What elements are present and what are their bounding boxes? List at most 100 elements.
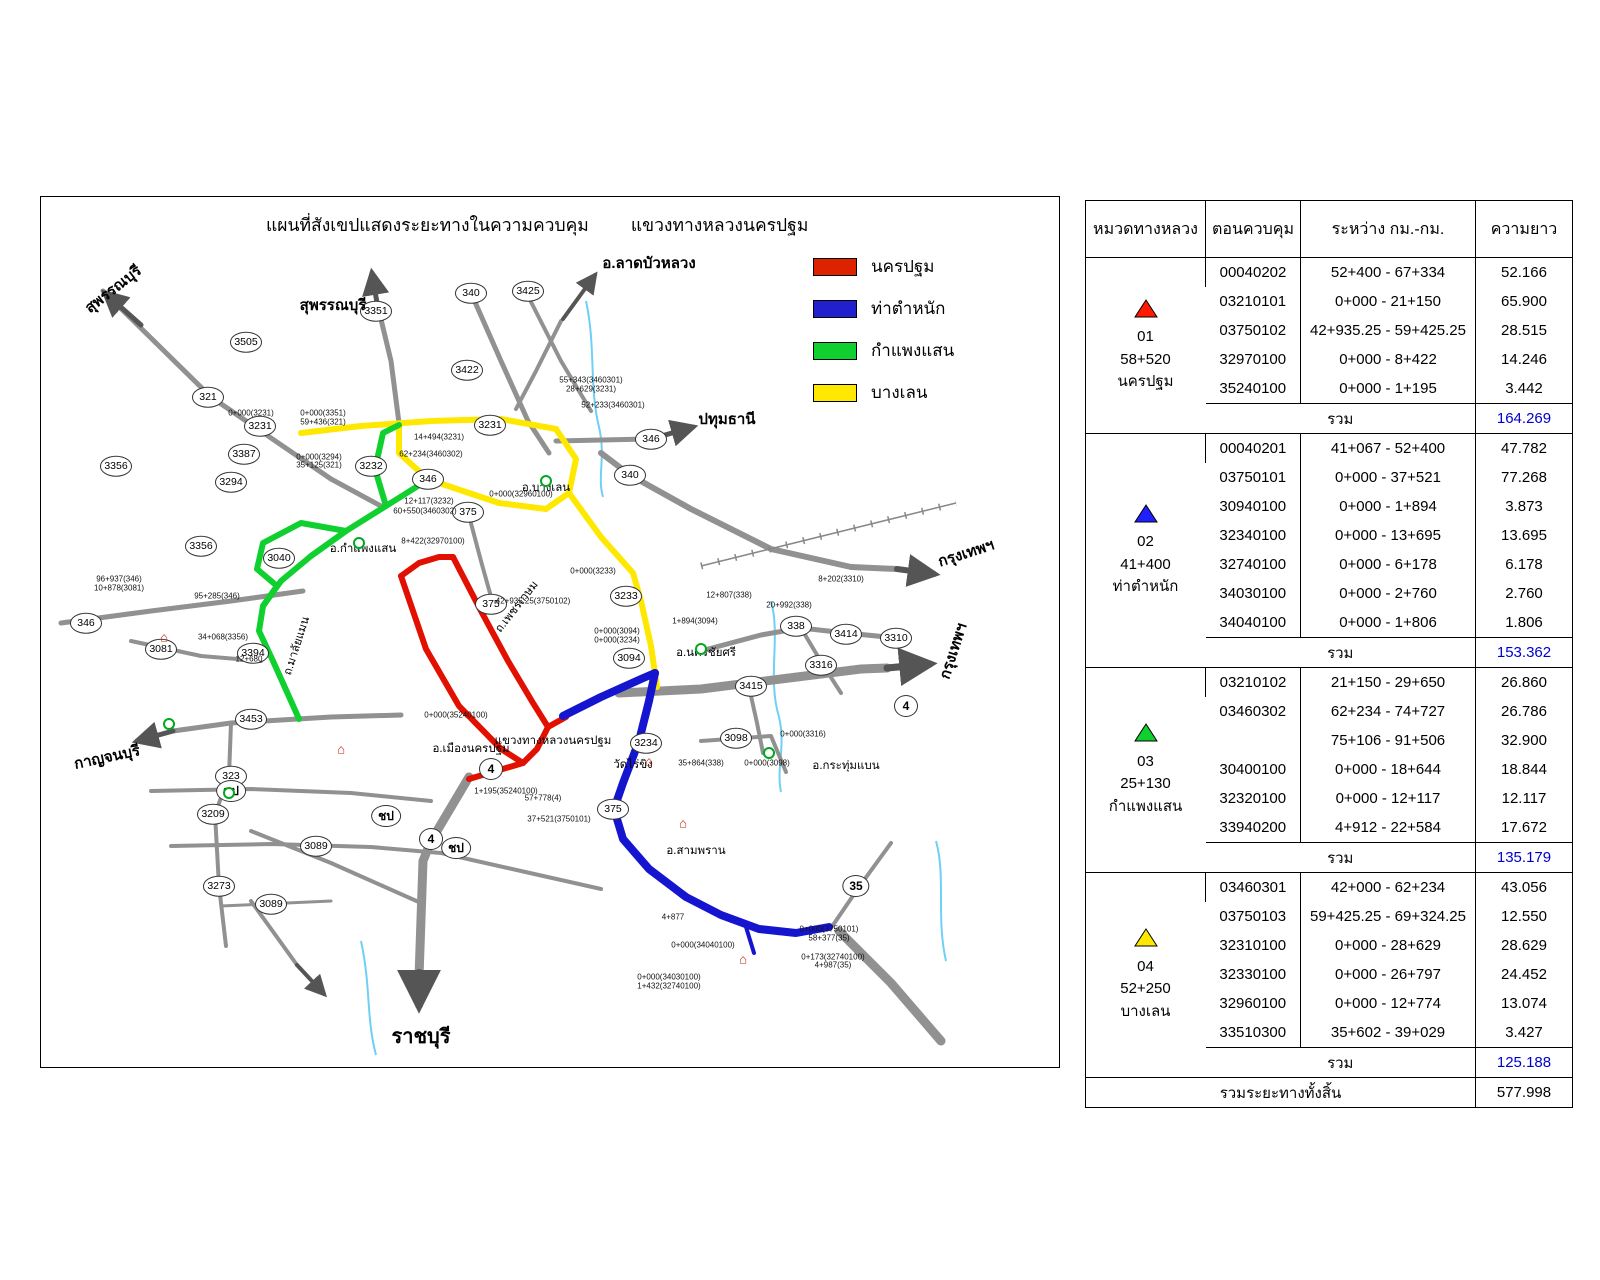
section-triangle-icon [1133,298,1158,317]
length-value: 28.629 [1475,931,1573,960]
km-label: 0+173(32740100) [801,952,865,962]
section-name: นครปฐม [1117,373,1174,390]
route-shield: 3232 [355,455,387,477]
section-code: 02 [1137,533,1154,550]
control-code: 30400100 [1219,761,1287,778]
control-code: 03460301 [1205,872,1301,902]
length-value: 6.178 [1475,550,1573,579]
legend-item: นครปฐม [813,253,954,280]
km-label: 0+000(3234) [594,635,640,645]
distance-table: หมวดทางหลวง ตอนควบคุม ระหว่าง กม.-กม. คว… [1085,200,1573,1108]
route-shield: 3422 [451,359,483,381]
km-label: 62+234(3460302) [399,449,463,459]
control-code: 00040202 [1205,257,1301,287]
control-code: 03210101 [1219,293,1287,310]
section-code: 04 [1137,957,1154,975]
length-value: 14.246 [1475,345,1573,374]
legend-color-swatch [813,383,857,402]
length-value: 32.900 [1475,726,1573,755]
map-frame: แผนที่สังเขปแสดงระยะทางในความควบคุมแขวงท… [40,196,1060,1068]
km-range: 62+234 - 74+727 [1300,697,1476,726]
km-label: 1+432(32740100) [637,981,701,991]
legend-item: กำแพงแสน [813,337,954,364]
km-label: 0+000(34040100) [671,940,735,950]
km-label: 42+935.25(3750102) [495,596,571,606]
km-label: 59+436(321) [300,417,346,427]
km-range: 4+912 - 22+584 [1300,813,1476,843]
km-label: 0+000(34030100) [637,972,701,982]
distance-table-wrap: หมวดทางหลวง ตอนควบคุม ระหว่าง กม.-กม. คว… [1085,200,1573,1108]
km-label: 0+000(3316) [780,729,826,739]
direction-label: สุพรรณบุรี [81,262,145,317]
legend-color-swatch [813,341,857,360]
section-name: ท่าตำหนัก [1112,578,1179,595]
route-shield: 3294 [215,471,247,493]
length-value: 28.515 [1475,316,1573,345]
km-range: 0+000 - 12+117 [1300,784,1476,813]
route-shield: 3273 [203,875,235,897]
km-label: 1+195(35240100) [474,786,538,796]
control-code [1206,726,1301,755]
section-marker-cell: 04 52+250 บางเลน [1085,872,1206,1078]
district-marker [223,787,235,799]
district-marker [695,643,707,655]
route-shield: 3356 [185,535,217,557]
length-value: 47.782 [1475,433,1573,463]
km-label: 1+894(3094) [672,616,718,626]
temple-icon: ⌂ [160,629,168,645]
length-value: 1.806 [1475,608,1573,638]
total-label: รวม [1205,637,1476,668]
direction-arrows [100,267,941,1014]
grand-total-value: 577.998 [1475,1077,1573,1108]
section-total-value: 135.179 [1475,842,1573,873]
km-label: 0+000(3351) [300,408,346,418]
control-code: 03750103 [1219,908,1287,925]
km-label: 0+000(3094) [594,626,640,636]
control-code: 35240100 [1219,380,1287,397]
legend-label: กำแพงแสน [871,341,955,360]
km-label: 0+000(3098) [744,758,790,768]
total-label: รวม [1205,842,1476,873]
control-code: 33510300 [1219,1024,1287,1041]
km-range: 0+000 - 12+774 [1300,989,1476,1018]
table-header-row: หมวดทางหลวง ตอนควบคุม ระหว่าง กม.-กม. คว… [1085,200,1573,258]
control-code: 03750101 [1219,469,1287,486]
km-label: 10+878(3081) [93,583,145,593]
route-shield: 346 [70,612,102,634]
route-shield: 340 [455,282,487,304]
length-value: 12.550 [1475,902,1573,931]
km-label: 58+377(35) [808,933,850,943]
header-section: หมวดทางหลวง [1085,200,1206,258]
km-range: 0+000 - 8+422 [1300,345,1476,374]
temple-icon: ⌂ [739,951,747,967]
km-label: 4+877 [661,912,685,922]
section-name: กำแพงแสน [1108,797,1183,815]
route-shield: 3094 [613,647,645,669]
place-label: อ.กระทุ่มแบน [812,760,880,772]
km-range: 0+000 - 28+629 [1300,931,1476,960]
route-shield: 346 [412,468,444,490]
place-label: อ.สามพราน [666,845,726,857]
section-km: 25+130 [1120,775,1171,792]
route-shield: 4 [894,695,918,717]
section-km: 52+250 [1120,980,1171,997]
district-marker [540,475,552,487]
section-name: บางเลน [1120,1002,1171,1020]
section-total-value: 164.269 [1475,403,1573,434]
section-km: 41+400 [1120,555,1171,573]
route-shield: 4 [479,758,503,780]
km-label: 60+550(3460302) [393,506,457,516]
km-range: 0+000 - 18+644 [1300,755,1476,784]
district-marker [353,537,365,549]
